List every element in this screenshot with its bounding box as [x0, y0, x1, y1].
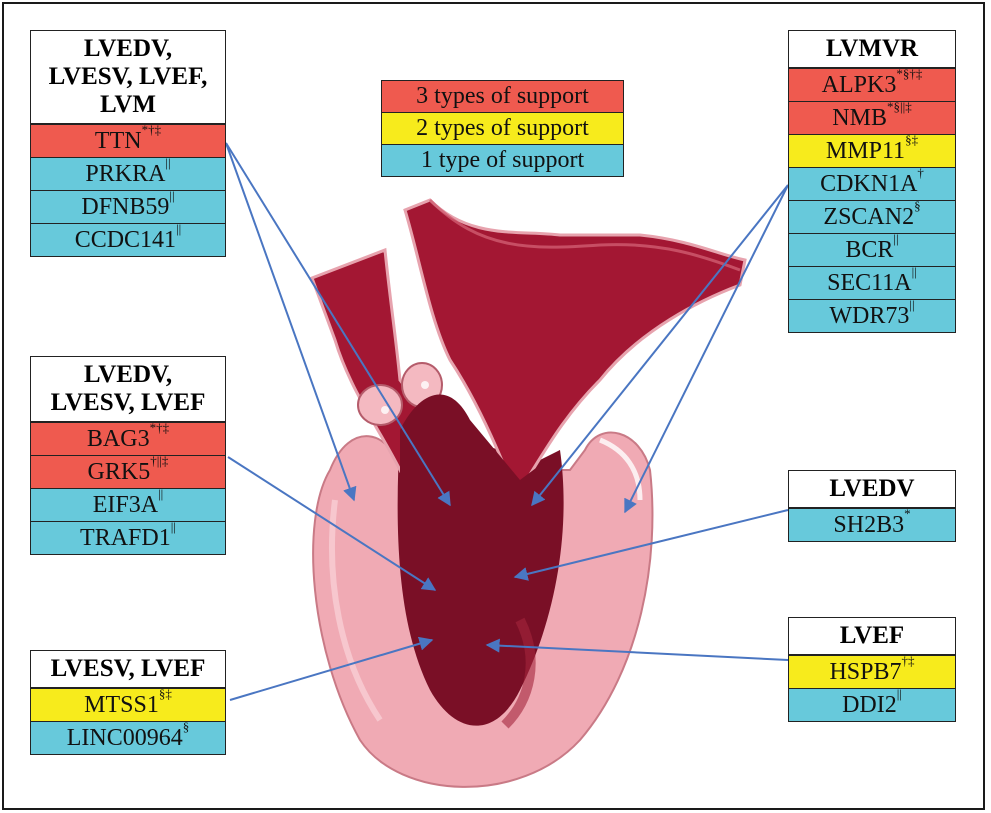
gene-prkra: PRKRA||	[31, 157, 225, 190]
gene-mtss1: MTSS1§‡	[31, 688, 225, 721]
gene-bag3: BAG3*†‡	[31, 422, 225, 455]
gene-wdr73: WDR73||	[789, 299, 955, 332]
support-legend: 3 types of support 2 types of support 1 …	[381, 80, 624, 177]
gene-cdkn1a: CDKN1A†	[789, 167, 955, 200]
gene-ttn: TTN*†‡	[31, 124, 225, 157]
box-header: LVEF	[789, 618, 955, 655]
gene-bcr: BCR||	[789, 233, 955, 266]
box-header: LVEDV, LVESV, LVEF	[31, 357, 225, 422]
gene-dfnb59: DFNB59||	[31, 190, 225, 223]
gene-sh2b3: SH2B3*	[789, 508, 955, 541]
gene-zscan2: ZSCAN2§	[789, 200, 955, 233]
gene-alpk3: ALPK3*§†‡	[789, 68, 955, 101]
box-lvef: LVEF HSPB7†‡ DDI2||	[788, 617, 956, 722]
legend-two-support: 2 types of support	[382, 112, 623, 144]
gene-nmb: NMB*§||‡	[789, 101, 955, 134]
gene-sec11a: SEC11A||	[789, 266, 955, 299]
box-header: LVMVR	[789, 31, 955, 68]
gene-hspb7: HSPB7†‡	[789, 655, 955, 688]
box-header: LVEDV	[789, 471, 955, 508]
legend-one-support: 1 type of support	[382, 144, 623, 176]
gene-ccdc141: CCDC141||	[31, 223, 225, 256]
gene-grk5: GRK5†||‡	[31, 455, 225, 488]
gene-linc00964: LINC00964§	[31, 721, 225, 754]
box-header: LVEDV, LVESV, LVEF, LVM	[31, 31, 225, 124]
box-lvedv: LVEDV SH2B3*	[788, 470, 956, 542]
arrow-ttn-2	[226, 143, 450, 505]
gene-ddi2: DDI2||	[789, 688, 955, 721]
box-lvedv-lvesv-lvef-lvm: LVEDV, LVESV, LVEF, LVM TTN*†‡ PRKRA|| D…	[30, 30, 226, 257]
box-lvesv-lvef: LVESV, LVEF MTSS1§‡ LINC00964§	[30, 650, 226, 755]
gene-eif3a: EIF3A||	[31, 488, 225, 521]
box-lvmvr: LVMVR ALPK3*§†‡ NMB*§||‡ MMP11§‡ CDKN1A†…	[788, 30, 956, 333]
gene-mmp11: MMP11§‡	[789, 134, 955, 167]
box-lvedv-lvesv-lvef: LVEDV, LVESV, LVEF BAG3*†‡ GRK5†||‡ EIF3…	[30, 356, 226, 555]
box-header: LVESV, LVEF	[31, 651, 225, 688]
legend-three-support: 3 types of support	[382, 81, 623, 112]
arrow-lvmvr-2	[625, 185, 788, 512]
gene-trafd1: TRAFD1||	[31, 521, 225, 554]
